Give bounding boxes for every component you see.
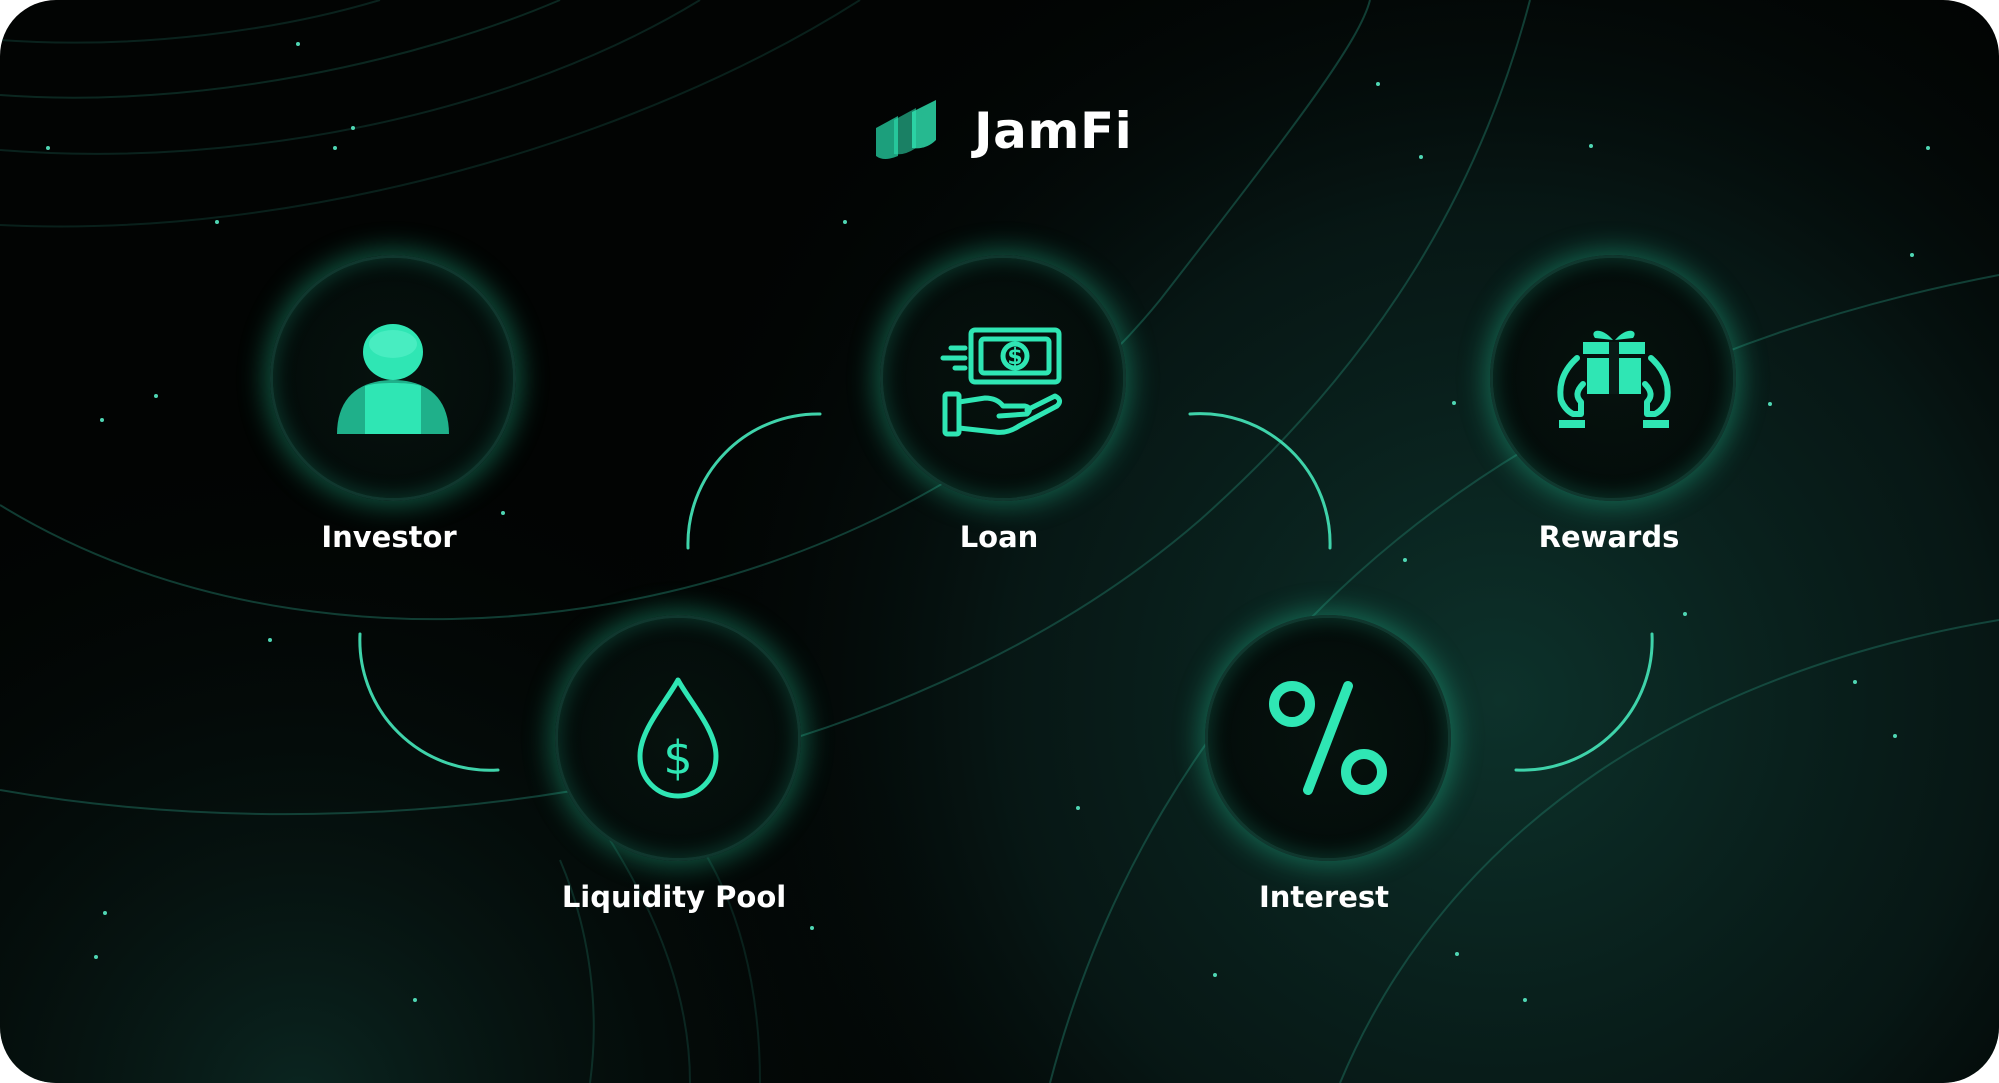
node-rewards <box>1490 255 1736 501</box>
star <box>333 146 337 150</box>
star <box>501 511 505 515</box>
cash-hand-icon: $ <box>940 327 1063 437</box>
node-label-rewards: Rewards <box>1538 520 1680 554</box>
star <box>154 394 158 398</box>
bg-arc-10 <box>609 839 691 1083</box>
node-investor <box>270 255 516 501</box>
star <box>1768 402 1772 406</box>
bg-arc-5 <box>0 0 561 99</box>
star <box>1452 401 1456 405</box>
connectors <box>358 412 1654 772</box>
brand-header: JamFi <box>870 96 1132 166</box>
bg-arc-8 <box>0 0 381 44</box>
percent-icon <box>1269 681 1387 795</box>
bg-arc-3 <box>1049 274 1999 1083</box>
star <box>268 638 272 642</box>
bg-arc-7 <box>0 0 861 228</box>
star <box>1910 253 1914 257</box>
bg-arc-2 <box>0 0 1531 816</box>
connector-rewards-interest <box>1514 632 1654 772</box>
connector-loan-interest <box>1188 412 1332 550</box>
star <box>1893 734 1897 738</box>
gift-hands-icon <box>1557 330 1671 428</box>
star <box>1213 973 1217 977</box>
dollar-drop-icon: $ <box>637 677 719 799</box>
star <box>1683 612 1687 616</box>
bg-arc-6 <box>0 0 701 155</box>
star <box>1589 144 1593 148</box>
node-liquidity-pool: $ <box>555 615 801 861</box>
star <box>215 220 219 224</box>
star <box>1523 998 1527 1002</box>
star <box>1926 146 1930 150</box>
jamfi-logo-icon <box>876 100 936 159</box>
star <box>1853 680 1857 684</box>
bg-arc-4 <box>1339 619 1999 1083</box>
node-label-interest: Interest <box>1258 880 1390 914</box>
star <box>810 926 814 930</box>
star <box>1403 558 1407 562</box>
connector-investor-liquidity <box>358 632 500 772</box>
star <box>296 42 300 46</box>
bg-arc-11 <box>689 829 761 1083</box>
star <box>843 220 847 224</box>
star <box>1455 952 1459 956</box>
connector-loan-liquidity <box>686 412 822 550</box>
node-label-liquidity-pool: Liquidity Pool <box>561 880 787 914</box>
star <box>103 911 107 915</box>
stars <box>46 42 1930 1002</box>
brand-name: JamFi <box>974 102 1133 160</box>
bg-arc-9 <box>559 859 595 1083</box>
svg-text:$: $ <box>1007 345 1022 370</box>
star <box>1076 806 1080 810</box>
node-label-loan: Loan <box>959 520 1039 554</box>
star <box>46 146 50 150</box>
node-interest <box>1205 615 1451 861</box>
star <box>1376 82 1380 86</box>
person-icon <box>337 324 449 434</box>
node-loan: $ <box>880 255 1126 501</box>
svg-text:$: $ <box>663 731 692 785</box>
star <box>1419 155 1423 159</box>
star <box>351 126 355 130</box>
node-label-investor: Investor <box>321 520 457 554</box>
star <box>413 998 417 1002</box>
star <box>100 418 104 422</box>
star <box>94 955 98 959</box>
